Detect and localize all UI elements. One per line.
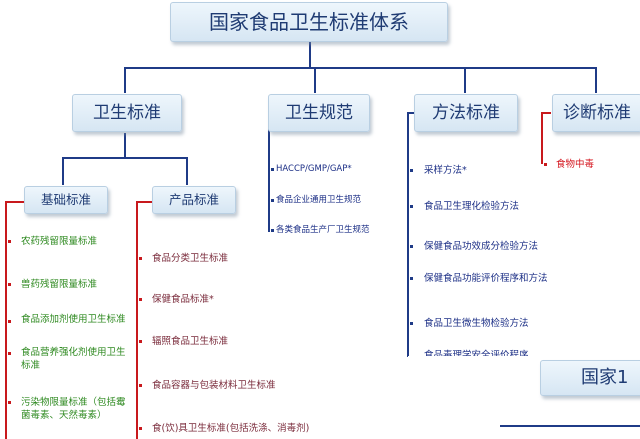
product-item: 辐照食品卫生标准 xyxy=(152,336,229,347)
product-item: 食(饮)具卫生标准(包括洗涤、消毒剂) xyxy=(152,423,310,434)
product-dot-0 xyxy=(139,257,142,260)
code-dot-1 xyxy=(271,199,274,202)
hygiene-standard-stem xyxy=(124,133,126,158)
hygiene-standard-box: 卫生标准 xyxy=(72,94,182,132)
product-item: 食品容器与包装材料卫生标准 xyxy=(152,380,276,391)
method-item: 食品卫生理化检验方法 xyxy=(424,201,520,212)
method-item: 食品卫生微生物检验方法 xyxy=(424,318,529,329)
basic-dot-3 xyxy=(8,352,11,355)
basic-item: 兽药残留限量标准 xyxy=(21,279,98,290)
method-item: 食品毒理学安全评价程序 xyxy=(424,349,529,362)
diagnosis-item: 食物中毒 xyxy=(556,159,595,170)
overlay-slide-line xyxy=(500,425,640,427)
hygiene-code-box: 卫生规范 xyxy=(268,94,370,132)
diagnosis-dot-0 xyxy=(544,163,547,166)
product-dot-4 xyxy=(139,427,142,430)
drop-method-standard xyxy=(464,67,466,93)
product-standard-box: 产品标准 xyxy=(152,186,236,214)
drop-basic-standard xyxy=(62,157,64,185)
basic-dot-0 xyxy=(8,240,11,243)
product-item: 食品分类卫生标准 xyxy=(152,253,229,264)
code-item: 食品企业通用卫生规范 xyxy=(276,195,362,205)
level2-bus xyxy=(62,157,188,159)
code-item: 各类食品生产厂卫生规范 xyxy=(276,225,370,235)
drop-product-standard xyxy=(186,157,188,185)
root-title-box: 国家食品卫生标准体系 xyxy=(170,2,448,42)
method-dot-1 xyxy=(410,205,413,208)
method-dot-0 xyxy=(410,169,413,172)
overlay-slide-title: 国家1 xyxy=(540,360,640,396)
product-dot-3 xyxy=(139,384,142,387)
diagnosis-bracket xyxy=(541,112,543,164)
code-bracket xyxy=(268,112,270,232)
product-item: 保健食品标准* xyxy=(152,294,214,305)
product-bracket-top xyxy=(136,201,154,203)
method-item: 保健食品功效成分检验方法 xyxy=(424,241,539,252)
basic-standard-box: 基础标准 xyxy=(24,186,108,214)
drop-diagnosis-standard xyxy=(595,67,597,93)
method-dot-4 xyxy=(410,322,413,325)
drop-hygiene-code xyxy=(314,67,316,93)
level1-bus xyxy=(124,67,597,69)
diagnosis-bracket-top xyxy=(541,112,551,114)
basic-bracket-top xyxy=(5,201,27,203)
basic-dot-1 xyxy=(8,283,11,286)
product-dot-1 xyxy=(139,298,142,301)
code-dot-2 xyxy=(271,229,274,232)
product-dot-2 xyxy=(139,340,142,343)
product-bracket xyxy=(136,201,138,439)
basic-dot-4 xyxy=(8,401,11,404)
drop-hygiene-standard xyxy=(124,67,126,93)
method-dot-2 xyxy=(410,245,413,248)
basic-bracket xyxy=(5,201,7,439)
code-dot-0 xyxy=(271,168,274,171)
basic-dot-2 xyxy=(8,320,11,323)
basic-item: 食品营养强化剂使用卫生标准 xyxy=(21,347,126,371)
method-bracket-top xyxy=(407,112,415,114)
basic-item: 食品添加剂使用卫生标准 xyxy=(21,314,126,325)
code-item: HACCP/GMP/GAP* xyxy=(276,164,352,174)
diagnosis-standard-box: 诊断标准 xyxy=(552,94,640,132)
method-item: 采样方法* xyxy=(424,165,467,176)
method-item: 保健食品功能评价程序和方法 xyxy=(424,273,548,284)
method-bracket xyxy=(407,112,409,357)
method-dot-3 xyxy=(410,277,413,280)
basic-item: 农药残留限量标准 xyxy=(21,236,98,247)
root-stem xyxy=(309,42,311,68)
method-standard-box: 方法标准 xyxy=(414,94,518,132)
basic-item: 污染物限量标准（包括霉菌毒素、天然毒素） xyxy=(21,397,126,421)
